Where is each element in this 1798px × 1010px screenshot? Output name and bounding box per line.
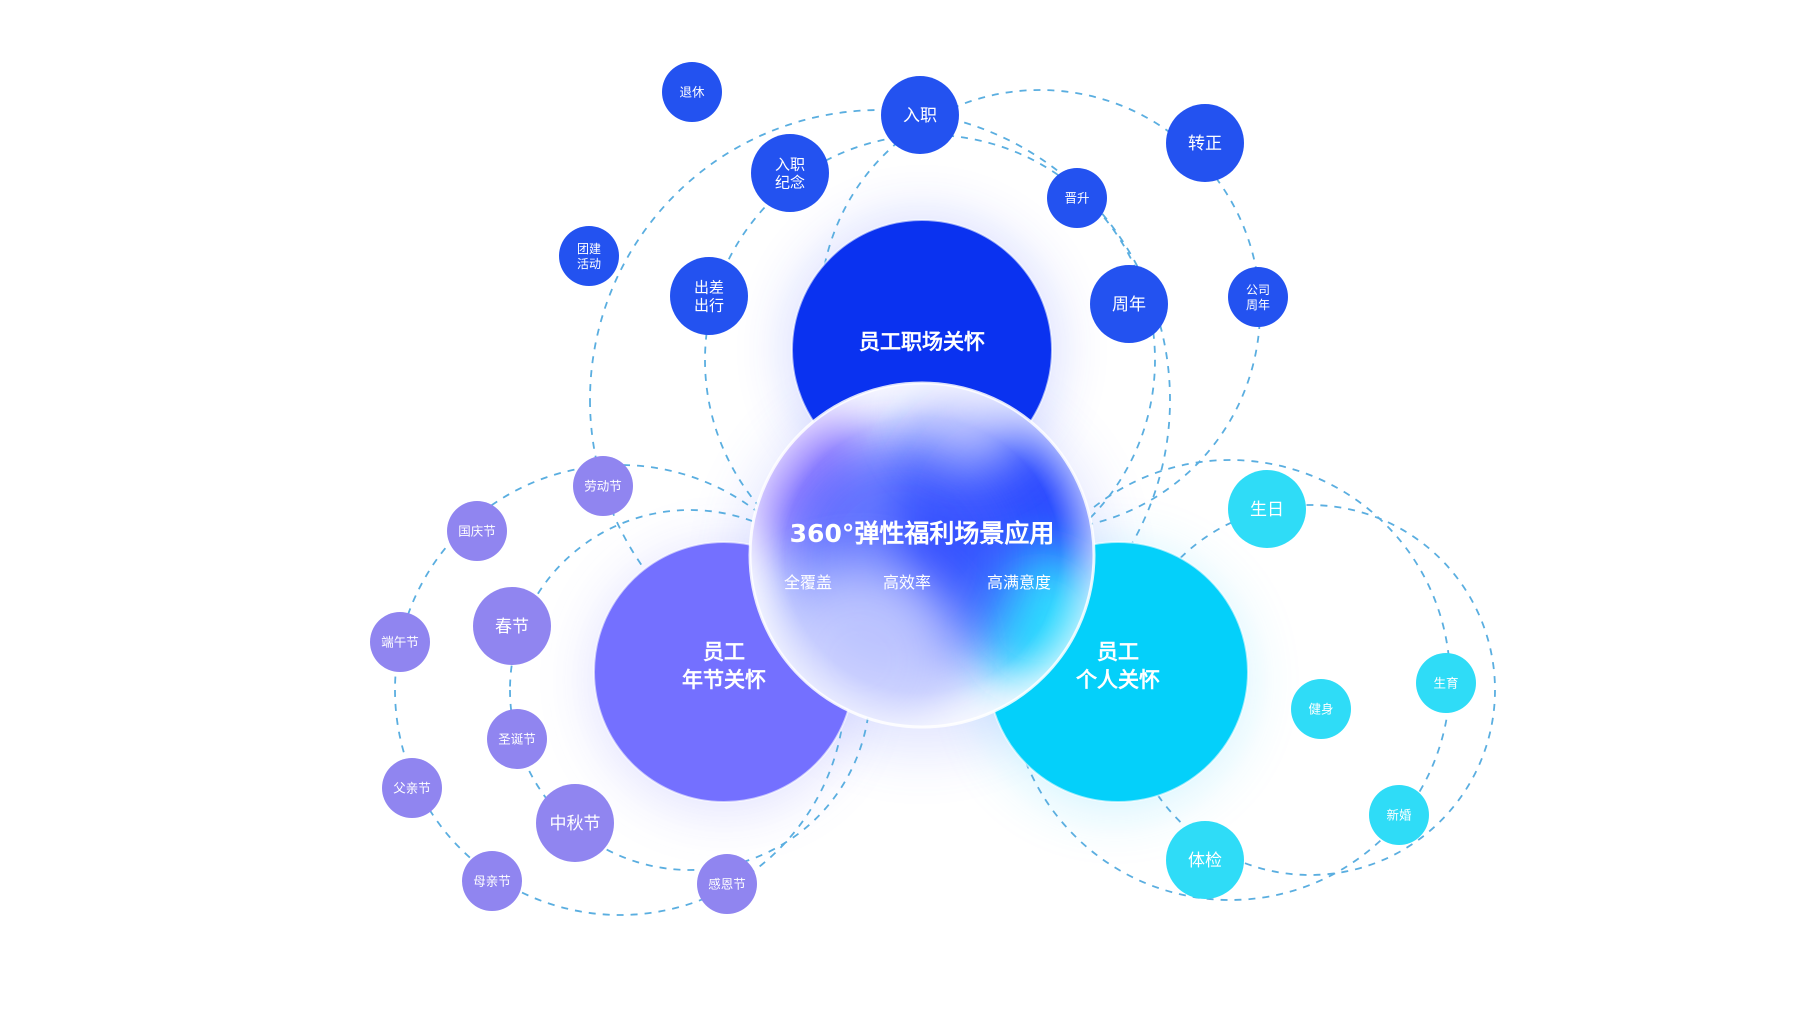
node-regularization: 转正 [1166, 104, 1244, 182]
node-birthday: 生日 [1228, 470, 1306, 548]
node-retire: 退休 [662, 62, 722, 122]
node-fathers-day: 父亲节 [382, 758, 442, 818]
node-label: 劳动节 [584, 479, 622, 494]
node-circle [1416, 653, 1476, 713]
node-onboard: 入职 [881, 76, 959, 154]
node-circle [1291, 679, 1351, 739]
node-label: 退休 [679, 85, 705, 100]
node-label: 感恩节 [708, 877, 746, 892]
node-circle [487, 709, 547, 769]
node-circle [382, 758, 442, 818]
node-circle [462, 851, 522, 911]
center-tag-coverage: 全覆盖 [784, 573, 832, 592]
node-label: 春节 [495, 617, 529, 637]
node-label: 周年 [1112, 295, 1146, 315]
node-label: 圣诞节 [498, 732, 536, 747]
node-spring-festival: 春节 [473, 587, 551, 665]
node-label: 健身 [1308, 702, 1333, 717]
node-circle [573, 456, 633, 516]
node-circle [1228, 267, 1288, 327]
node-christmas: 圣诞节 [487, 709, 547, 769]
node-label: 公司周年 [1246, 283, 1270, 312]
node-labor-day: 劳动节 [573, 456, 633, 516]
node-company-anniversary: 公司周年 [1228, 267, 1288, 327]
node-circle [447, 501, 507, 561]
node-label: 生育 [1433, 676, 1458, 691]
node-circle [370, 612, 430, 672]
node-dragon-boat: 端午节 [370, 612, 430, 672]
node-label: 转正 [1188, 134, 1222, 154]
node-label: 体检 [1188, 851, 1222, 871]
node-circle [1166, 821, 1244, 899]
node-circle [1090, 265, 1168, 343]
orbit-personal-inner [1124, 504, 1496, 876]
node-circle [473, 587, 551, 665]
node-wedding: 新婚 [1369, 785, 1429, 845]
center-title: 360°弹性福利场景应用 [790, 519, 1055, 548]
node-fitness: 健身 [1291, 679, 1351, 739]
node-team-building: 团建活动 [559, 226, 619, 286]
node-label: 父亲节 [393, 781, 431, 796]
node-circle [559, 226, 619, 286]
node-circle [662, 62, 722, 122]
category-label-festival: 员工年节关怀 [682, 640, 766, 692]
node-circle [751, 134, 829, 212]
node-circle [536, 784, 614, 862]
node-onboard-anniversary: 入职纪念 [751, 134, 829, 212]
category-label-personal: 员工个人关怀 [1076, 640, 1160, 692]
node-health-check: 体检 [1166, 821, 1244, 899]
node-national-day: 国庆节 [447, 501, 507, 561]
node-mid-autumn: 中秋节 [536, 784, 614, 862]
node-anniversary: 周年 [1090, 265, 1168, 343]
node-label: 团建活动 [577, 242, 601, 271]
node-circle [697, 854, 757, 914]
node-childbirth: 生育 [1416, 653, 1476, 713]
node-label: 出差出行 [694, 278, 724, 314]
node-label: 端午节 [381, 635, 419, 650]
center-tag-efficiency: 高效率 [883, 573, 931, 592]
center-tag-satisfaction: 高满意度 [987, 573, 1051, 592]
node-thanksgiving: 感恩节 [697, 854, 757, 914]
node-label: 国庆节 [458, 524, 496, 539]
category-label-workplace: 员工职场关怀 [859, 330, 985, 354]
node-promotion: 晋升 [1047, 168, 1107, 228]
node-circle [1228, 470, 1306, 548]
node-circle [1047, 168, 1107, 228]
node-business-trip: 出差出行 [670, 257, 748, 335]
node-label: 入职纪念 [775, 155, 805, 191]
node-label: 生日 [1250, 500, 1284, 520]
node-mothers-day: 母亲节 [462, 851, 522, 911]
node-label: 晋升 [1064, 191, 1089, 206]
node-circle [1166, 104, 1244, 182]
node-label: 母亲节 [473, 874, 511, 889]
node-circle [881, 76, 959, 154]
node-label: 新婚 [1386, 808, 1412, 823]
node-label: 中秋节 [550, 814, 601, 834]
node-circle [670, 257, 748, 335]
node-circle [1369, 785, 1429, 845]
node-label: 入职 [903, 106, 937, 126]
